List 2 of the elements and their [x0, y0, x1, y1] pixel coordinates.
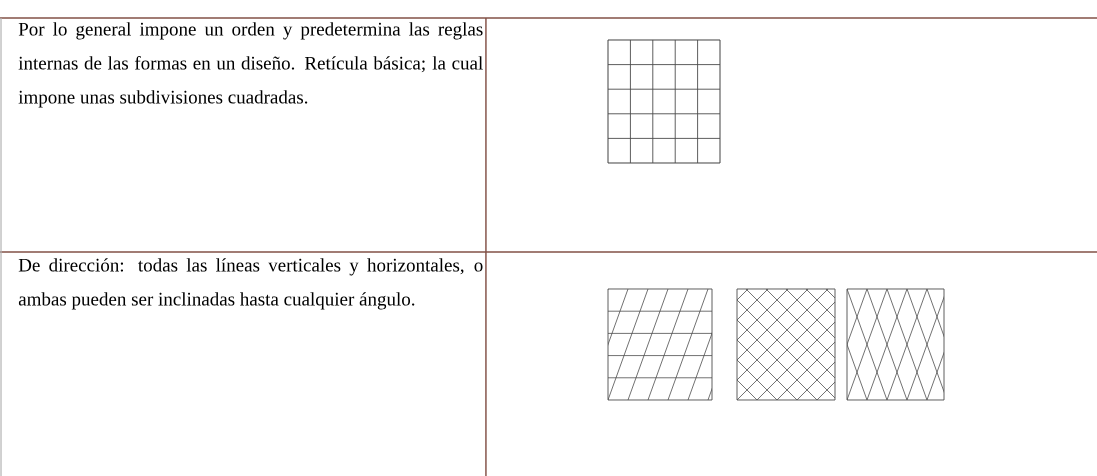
- table-cell-text: De dirección: todas las líneas verticales y horizontales, o ambas pueden ser inclinadas hasta cualquier ángulo.: [18, 258, 483, 310]
- table-cell-text: Por lo general impone un orden y predetermina las reglas internas de las formas en un diseño. Retícula básica; la cual impone unas subdivisiones cuadradas.: [18, 22, 483, 108]
